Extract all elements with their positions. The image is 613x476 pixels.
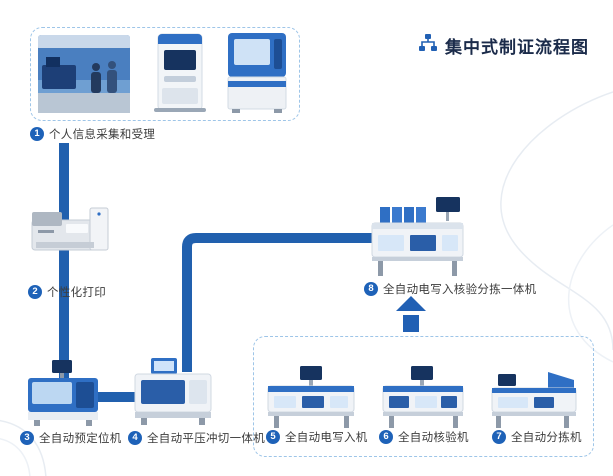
step-4-number-badge: 4	[128, 431, 142, 445]
page-title-block: 集中式制证流程图	[418, 33, 589, 58]
pre-positioning-machine-image	[26, 360, 100, 426]
step-1-number-badge: 1	[30, 127, 44, 141]
step-1-label: 1 个人信息采集和受理	[30, 126, 155, 142]
step-3-text: 全自动预定位机	[39, 433, 122, 445]
electric-writing-machine-image	[266, 366, 356, 428]
step-2-label: 2 个性化打印	[28, 284, 106, 300]
self-service-kiosk-image	[152, 32, 208, 114]
write-verify-sort-group-box	[253, 336, 594, 457]
step-3-label: 3 全自动预定位机	[20, 430, 122, 446]
step-2-text: 个性化打印	[47, 287, 106, 299]
step-7-number-badge: 7	[492, 430, 506, 444]
step-2-number-badge: 2	[28, 285, 42, 299]
step-8-number-badge: 8	[364, 282, 378, 296]
step-5-number-badge: 5	[266, 430, 280, 444]
step-8-text: 全自动电写入核验分拣一体机	[383, 284, 537, 296]
write-verify-sort-allinone-machine-image	[370, 197, 465, 277]
step-8-label: 8 全自动电写入核验分拣一体机	[364, 281, 536, 297]
personalization-printer-image	[30, 202, 112, 256]
up-arrow	[396, 296, 426, 332]
step-5-label: 5 全自动电写入机	[266, 429, 368, 445]
acceptance-group-box	[30, 27, 300, 121]
step-7-label: 7 全自动分拣机	[492, 429, 582, 445]
step-6-text: 全自动核验机	[398, 432, 469, 444]
step-1-text: 个人信息采集和受理	[49, 129, 156, 141]
acceptance-machine-image	[224, 31, 290, 115]
step-3-number-badge: 3	[20, 431, 34, 445]
press-die-cutting-machine-image	[133, 358, 213, 426]
step-6-label: 6 全自动核验机	[379, 429, 469, 445]
page-title: 集中式制证流程图	[445, 38, 589, 57]
step-4-text: 全自动平压冲切一体机	[147, 433, 265, 445]
sorting-machine-image	[490, 370, 578, 428]
step-6-number-badge: 6	[379, 430, 393, 444]
flowchart-icon	[418, 33, 438, 58]
step-7-text: 全自动分拣机	[511, 432, 582, 444]
verification-machine-image	[381, 366, 465, 428]
service-hall-photo	[38, 35, 130, 113]
step-4-label: 4 全自动平压冲切一体机	[128, 430, 265, 446]
step-5-text: 全自动电写入机	[285, 432, 368, 444]
